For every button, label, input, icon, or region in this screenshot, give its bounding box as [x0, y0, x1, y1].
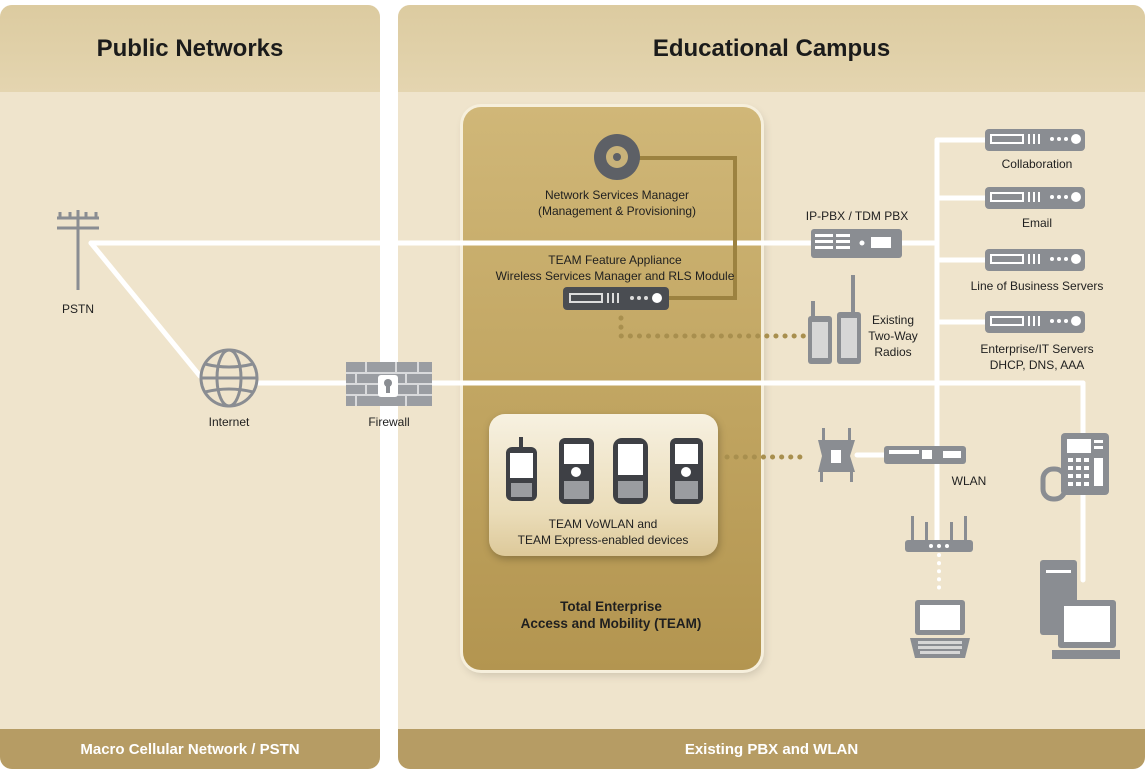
server-icon	[563, 287, 669, 310]
devices-label-line1: TEAM VoWLAN and	[548, 517, 658, 531]
tfa-label-line1: TEAM Feature Appliance	[548, 253, 682, 267]
public-networks-panel: Public Networks Macro Cellular Network /…	[0, 5, 380, 769]
wlan-label: WLAN	[951, 474, 987, 488]
server-icon	[985, 129, 1085, 151]
radios-label-line1: Existing	[871, 313, 915, 327]
firewall-label: Firewall	[368, 415, 410, 429]
pbx-label: IP-PBX / TDM PBX	[805, 209, 909, 223]
cd-disc-icon	[594, 134, 640, 180]
educational-campus-footer: Existing PBX and WLAN	[398, 729, 1145, 769]
public-networks-footer: Macro Cellular Network / PSTN	[0, 729, 380, 769]
devices-label-line2: TEAM Express-enabled devices	[517, 533, 689, 547]
it-servers-label-line1: Enterprise/IT Servers	[980, 342, 1094, 356]
tfa-label-line2: Wireless Services Manager and RLS Module	[495, 269, 735, 283]
utility-pole-icon	[57, 210, 99, 290]
lob-label: Line of Business Servers	[970, 279, 1104, 293]
laptop-icon	[910, 600, 970, 658]
mobile-phone-icon	[559, 438, 594, 504]
public-networks-title: Public Networks	[0, 5, 380, 92]
globe-icon	[199, 348, 259, 408]
server-icon	[985, 311, 1085, 333]
nsm-label-line1: Network Services Manager	[544, 188, 690, 202]
server-icon	[985, 249, 1085, 271]
pstn-label: PSTN	[61, 302, 95, 316]
nsm-label-line2: (Management & Provisioning)	[537, 204, 697, 218]
team-label-line2: Access and Mobility (TEAM)	[520, 616, 702, 631]
radio-icon	[808, 275, 861, 364]
collaboration-label: Collaboration	[1001, 157, 1073, 171]
wlan-switch-icon	[884, 446, 966, 464]
dotted-links	[618, 315, 811, 460]
nsm-link	[634, 156, 737, 300]
router-icon	[905, 516, 973, 552]
team-container	[463, 107, 761, 670]
mobile-phone-icon	[670, 438, 703, 504]
team-label-line1: Total Enterprise	[560, 599, 662, 614]
firewall-icon	[346, 362, 432, 406]
access-point-icon	[818, 428, 855, 482]
pbx-icon	[811, 229, 902, 258]
internet-label: Internet	[208, 415, 250, 429]
desktop-pc-icon	[1040, 560, 1120, 659]
it-servers-label-line2: DHCP, DNS, AAA	[989, 358, 1085, 372]
email-label: Email	[1021, 216, 1053, 230]
mobile-phone-icon	[506, 437, 537, 501]
server-icon	[985, 187, 1085, 209]
mobile-phone-icon	[613, 438, 648, 504]
educational-campus-title: Educational Campus	[398, 5, 1145, 92]
radios-label-line3: Radios	[874, 345, 912, 359]
desk-phone-icon	[1040, 433, 1109, 502]
radios-label-line2: Two-Way	[868, 329, 918, 343]
